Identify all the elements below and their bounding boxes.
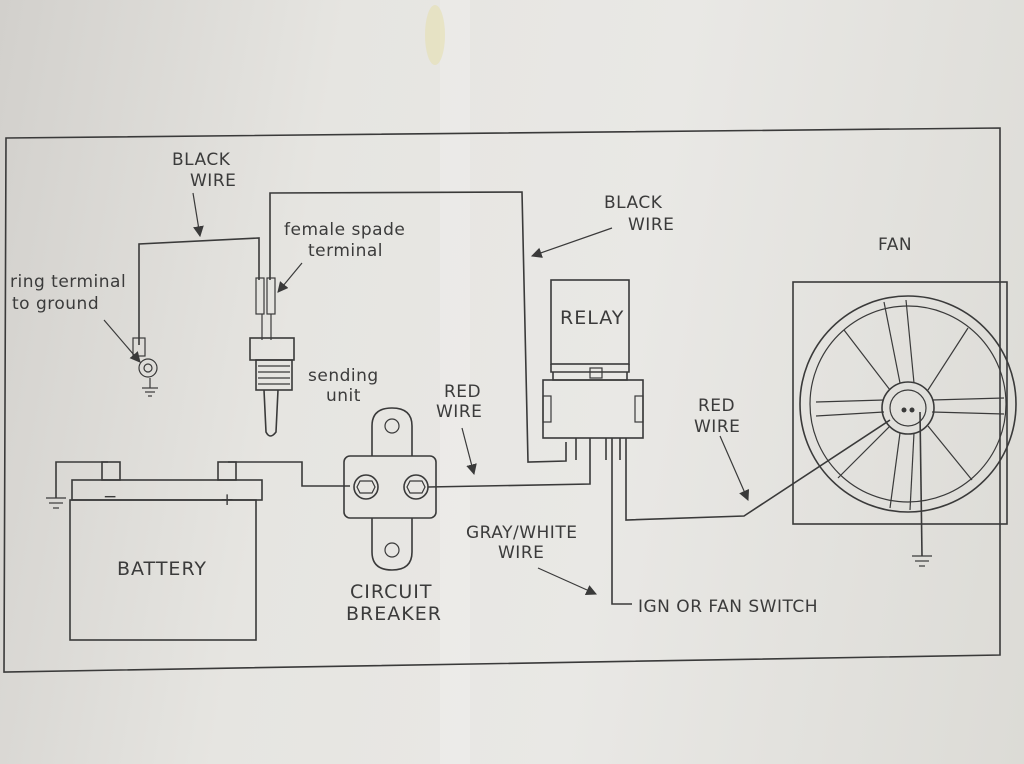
- arrow-ring-terminal: [103, 319, 141, 363]
- arrow-red-wire-right: [719, 435, 750, 501]
- label-black-wire-right-1: BLACK: [604, 193, 663, 213]
- gray-white-wire: [611, 438, 632, 605]
- label-red-wire-right-1: RED: [698, 396, 735, 416]
- label-sending-unit-2: unit: [326, 386, 361, 406]
- paper-stain: [425, 5, 445, 65]
- label-female-spade-1: female spade: [284, 220, 405, 240]
- relay: [542, 279, 644, 460]
- label-black-wire-left-2: WIRE: [190, 171, 236, 191]
- black-wire-right: [269, 191, 567, 463]
- label-battery: BATTERY: [117, 558, 207, 580]
- label-ring-terminal-2: to ground: [12, 294, 99, 314]
- arrow-red-wire-mid: [461, 427, 477, 476]
- battery-ground-wire: [55, 461, 108, 498]
- label-breaker-1: CIRCUIT: [350, 581, 433, 603]
- label-black-wire-left-1: BLACK: [172, 150, 231, 170]
- red-wire-breaker-relay: [427, 438, 591, 488]
- battery-ground-symbol: [46, 497, 66, 509]
- label-battery-plus: +: [220, 490, 235, 510]
- diagram-border: [3, 127, 1001, 673]
- paper-fold: [440, 0, 470, 764]
- red-wire-relay-fan: [625, 419, 891, 521]
- sending-unit: [249, 337, 295, 437]
- label-sending-unit-1: sending: [308, 366, 379, 386]
- label-red-wire-mid-2: WIRE: [436, 402, 482, 422]
- label-red-wire-right-2: WIRE: [694, 417, 740, 437]
- arrow-black-wire-right: [530, 227, 613, 258]
- label-relay: RELAY: [560, 307, 624, 329]
- label-female-spade-2: terminal: [308, 241, 383, 261]
- battery: [69, 461, 263, 641]
- label-black-wire-right-2: WIRE: [628, 215, 674, 235]
- label-breaker-2: BREAKER: [346, 603, 442, 625]
- female-spade-terminals: [255, 277, 276, 340]
- label-red-wire-mid-1: RED: [444, 382, 481, 402]
- label-battery-minus: −: [103, 487, 118, 507]
- circuit-breaker: [343, 407, 437, 571]
- label-gray-white-1: GRAY/WHITE: [466, 523, 577, 543]
- ring-terminal-ground: [132, 337, 158, 397]
- arrow-gray-white-wire: [537, 567, 597, 595]
- label-gray-white-2: WIRE: [498, 543, 544, 563]
- arrow-black-wire-left: [192, 192, 204, 238]
- fan: [792, 281, 1017, 567]
- label-ring-terminal-1: ring terminal: [10, 272, 126, 292]
- label-fan: FAN: [878, 235, 912, 255]
- black-wire-left: [138, 237, 260, 345]
- arrow-female-spade: [277, 262, 303, 293]
- battery-positive-wire: [228, 461, 350, 487]
- label-ign-switch: IGN OR FAN SWITCH: [638, 597, 818, 617]
